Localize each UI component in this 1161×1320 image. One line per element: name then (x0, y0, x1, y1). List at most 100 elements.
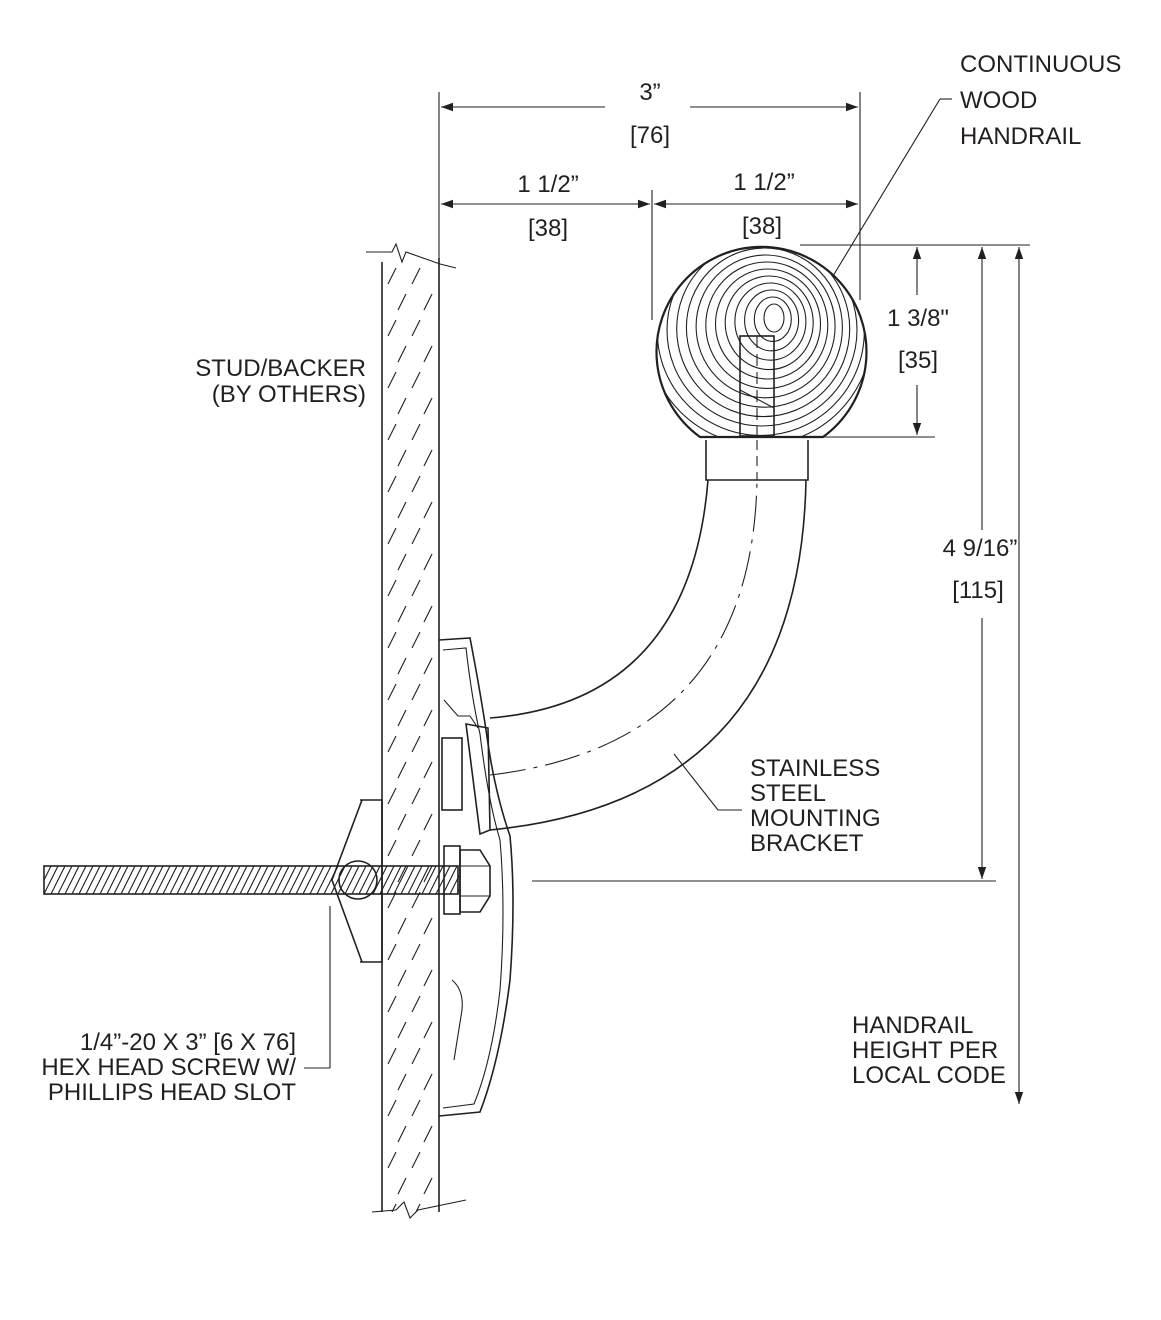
thread-line (197, 865, 213, 895)
hatch-stroke (387, 943, 397, 961)
hatch-stroke (397, 709, 407, 727)
hatch-stroke (387, 1099, 397, 1117)
overall-width-imperial: 3” (639, 79, 660, 106)
grain-ring (714, 268, 822, 380)
handrail-callout-line-1: CONTINUOUS (960, 51, 1121, 78)
thread-line (393, 865, 409, 895)
thread-line (330, 865, 346, 895)
thread-line (246, 865, 262, 895)
thread-line (456, 888, 459, 895)
bracket-callout-line-2: STEEL (750, 780, 826, 807)
thread-line (302, 865, 318, 895)
thread-line (428, 865, 444, 895)
hatch-stroke (387, 475, 397, 493)
thread-line (274, 865, 290, 895)
hatch-stroke (423, 1073, 433, 1091)
hatch-stroke (411, 943, 421, 961)
bracket-callout-line-3: MOUNTING (750, 805, 881, 832)
bracket-height-imperial: 4 9/16” (943, 535, 1018, 562)
hatch-stroke (423, 605, 433, 623)
hatch-stroke (411, 683, 421, 701)
thread-line (99, 865, 115, 895)
hatch-stroke (391, 1203, 397, 1212)
thread-line (288, 865, 304, 895)
continuous-wood-handrail (655, 245, 868, 439)
grain-ring (676, 246, 851, 418)
hatch-stroke (411, 1151, 421, 1169)
thread-line (141, 865, 157, 895)
hatch-stroke (387, 1151, 397, 1169)
hatch-stroke (423, 449, 433, 467)
hatch-stroke (423, 501, 433, 519)
rail-height-imperial: 1 3/8" (887, 305, 949, 332)
hatch-stroke (397, 397, 407, 415)
thread-line (78, 865, 94, 895)
thread-line (351, 865, 367, 895)
dimension-labels: 3” [76] 1 1/2” [38] 1 1/2” [38] 1 3/8" [… (517, 79, 1017, 604)
thread-line (316, 865, 332, 895)
thread-line (253, 865, 269, 895)
hatch-stroke (387, 995, 397, 1013)
thread-line (155, 865, 171, 895)
wood-grain (656, 246, 867, 437)
hatch-stroke (423, 813, 433, 831)
grain-ring (705, 261, 829, 389)
thread-line (232, 865, 248, 895)
thread-line (44, 865, 59, 895)
thread-line (344, 865, 360, 895)
hatch-stroke (387, 683, 397, 701)
thread-line (64, 865, 80, 895)
thread-line (386, 865, 402, 895)
thread-line (281, 865, 297, 895)
grain-ring (724, 275, 814, 371)
thread-line (44, 865, 52, 882)
hatch-stroke (411, 995, 421, 1013)
hatch-stroke (415, 1203, 421, 1212)
thread-line (190, 865, 206, 895)
hatch-stroke (423, 1177, 433, 1195)
hatch-stroke (411, 631, 421, 649)
thread-line (134, 865, 150, 895)
thread-line (358, 865, 374, 895)
rail-width-metric: [38] (742, 213, 782, 240)
hatch-stroke (387, 423, 397, 441)
leader-lines (304, 98, 952, 1069)
thread-line (464, 866, 478, 894)
grain-ring (695, 254, 836, 399)
rail-height-metric: [35] (898, 347, 938, 374)
thread-line (44, 866, 45, 868)
hatch-stroke (411, 1099, 421, 1117)
thread-line (204, 865, 220, 895)
thread-line (442, 865, 458, 895)
bracket-callout-line-4: BRACKET (750, 830, 864, 857)
thread-line (183, 865, 199, 895)
hatch-stroke (397, 761, 407, 779)
hatch-stroke (411, 787, 421, 805)
stud-callout-line-1: STUD/BACKER (195, 355, 366, 382)
hatch-stroke (397, 605, 407, 623)
hatch-stroke (387, 371, 397, 389)
thread-line (421, 865, 437, 895)
thread-line (85, 865, 101, 895)
thread-line (71, 865, 87, 895)
thread-line (127, 865, 143, 895)
hatch-stroke (387, 319, 397, 337)
hatch-stroke (397, 1125, 407, 1143)
hatch-stroke (411, 475, 421, 493)
thread-line (176, 865, 192, 895)
hatch-stroke (397, 865, 407, 883)
hatch-stroke (423, 1021, 433, 1039)
thread-line (225, 865, 241, 895)
hatch-stroke (423, 865, 433, 883)
thread-line (92, 865, 108, 895)
height-callout-line-1: HANDRAIL (852, 1012, 973, 1039)
dimension-lines (438, 92, 1030, 1104)
hatch-stroke (423, 709, 433, 727)
hatch-stroke (423, 1125, 433, 1143)
hatch-stroke (423, 397, 433, 415)
hatch-stroke (397, 1021, 407, 1039)
hatch-stroke (397, 345, 407, 363)
hatch-stroke (387, 839, 397, 857)
thread-line (295, 865, 311, 895)
thread-line (407, 865, 423, 895)
